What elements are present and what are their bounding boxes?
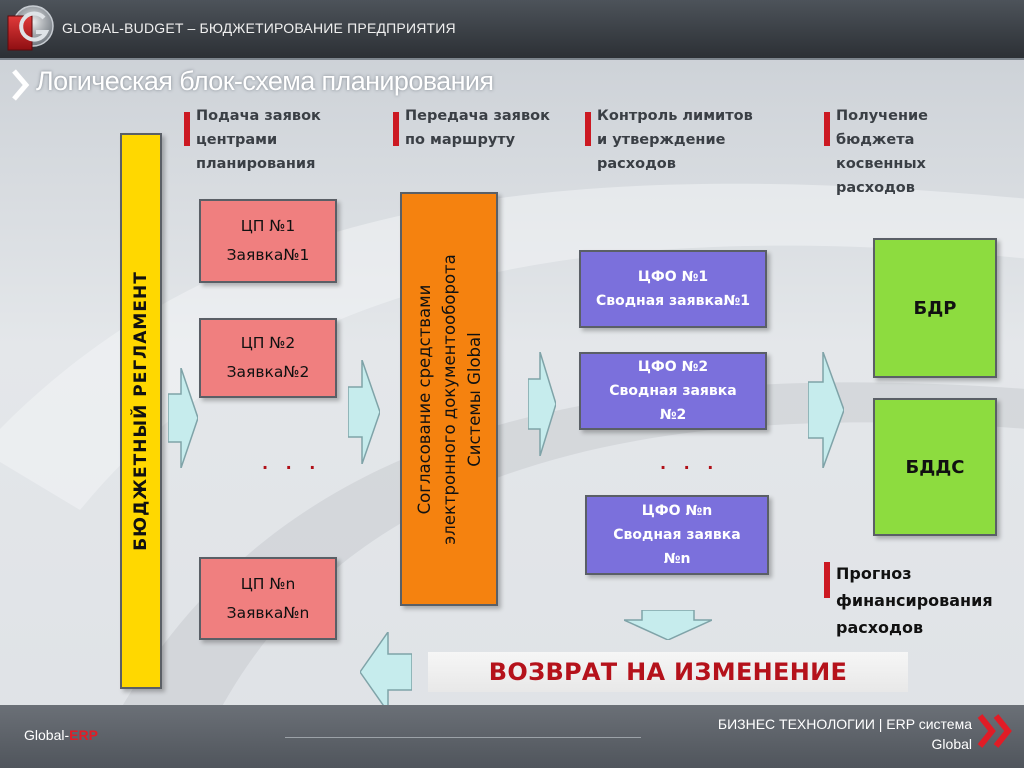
heading-marker — [393, 112, 399, 146]
request-box-2: ЦП №2 Заявка№2 — [199, 318, 337, 398]
flow-arrow-down — [624, 610, 712, 640]
budget-regulation-box: БЮДЖЕТНЫЙ РЕГЛАМЕНТ — [120, 133, 162, 689]
footer-bar — [0, 705, 1024, 768]
footer-brand-accent: ERP — [69, 727, 98, 743]
approval-box: Согласование средствами электронного док… — [400, 192, 498, 606]
title-chevron-icon — [12, 69, 30, 101]
cfo-box-n: ЦФО №n Сводная заявка №n — [585, 495, 769, 575]
header-title: GLOBAL-BUDGET – БЮДЖЕТИРОВАНИЕ ПРЕДПРИЯТ… — [62, 20, 456, 36]
cfo-box-1: ЦФО №1 Сводная заявка№1 — [579, 250, 767, 328]
ellipsis-cfo: . . . — [660, 454, 720, 473]
return-arrow-left — [360, 632, 412, 712]
forecast-text: Прогноз финансирования расходов — [836, 564, 993, 637]
footer-brand-prefix: Global- — [24, 727, 70, 743]
flow-arrow-right-2 — [348, 360, 380, 464]
slide-title: Логическая блок-схема планирования — [36, 66, 494, 96]
budget-box-bdds: БДДС — [873, 398, 997, 536]
footer-divider — [285, 737, 641, 738]
return-label: ВОЗВРАТ НА ИЗМЕНЕНИЕ — [488, 658, 848, 686]
flow-arrow-right-4 — [808, 352, 844, 468]
double-chevron-icon — [977, 714, 1012, 748]
request-box-1: ЦП №1 Заявка№1 — [199, 199, 337, 283]
budget-regulation-label: БЮДЖЕТНЫЙ РЕГЛАМЕНТ — [131, 271, 152, 551]
column-heading-control: Контроль лимитов и утверждение расходов — [597, 108, 753, 172]
ellipsis-requests: . . . — [262, 454, 322, 473]
column-heading-receive: Получение бюджета косвенных расходов — [836, 108, 928, 196]
heading-marker — [585, 112, 591, 146]
flow-arrow-right-1 — [168, 368, 198, 468]
budget-box-bdr: БДР — [873, 238, 997, 378]
heading-marker — [184, 112, 190, 146]
global-logo-icon — [6, 4, 54, 52]
column-heading-route: Передача заявок по маршруту — [405, 108, 550, 148]
cfo-box-2: ЦФО №2 Сводная заявка №2 — [579, 352, 767, 430]
flow-arrow-right-3 — [528, 352, 556, 456]
heading-marker — [824, 112, 830, 146]
forecast-marker — [824, 562, 830, 598]
header-divider — [0, 58, 1024, 60]
approval-label: Согласование средствами электронного док… — [414, 253, 484, 545]
request-box-n: ЦП №n Заявка№n — [199, 557, 337, 640]
footer-brand: Global-ERP — [24, 727, 98, 743]
return-bar: ВОЗВРАТ НА ИЗМЕНЕНИЕ — [428, 652, 908, 692]
footer-company: БИЗНЕС ТЕХНОЛОГИИ | ERP система Global — [717, 716, 972, 752]
column-heading-submit: Подача заявок центрами планирования — [196, 108, 321, 172]
header-bar — [0, 0, 1024, 58]
